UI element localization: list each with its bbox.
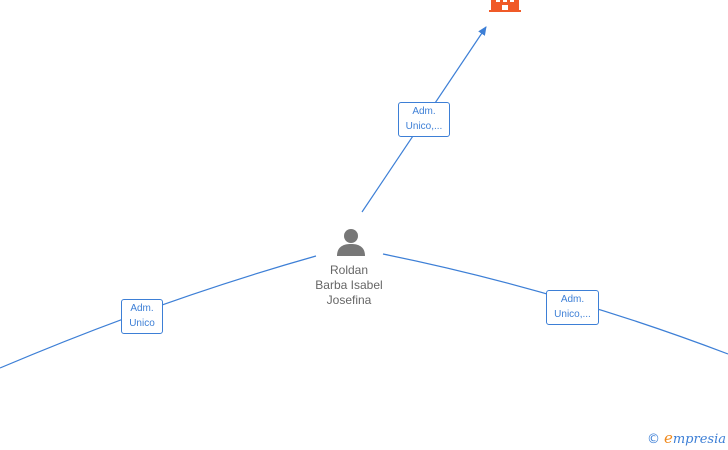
edge-label-left[interactable]: Adm. Unico (121, 299, 163, 334)
brand-initial: e (663, 429, 673, 447)
copyright-icon: © (646, 432, 660, 447)
edge-label-line1: Adm. (560, 294, 585, 305)
person-name-line3: Josefina (326, 293, 372, 307)
edge-label-line1: Adm. (130, 303, 154, 314)
edge-label-company[interactable]: Adm. Unico,... (398, 102, 450, 137)
edge-label-line1: Adm. (412, 106, 436, 117)
edge-label-line2: Unico (129, 318, 155, 329)
person-name-line2: Barba Isabel (315, 278, 383, 292)
brand-rest: mpresia (672, 432, 726, 447)
edge-label-line2: Unico,... (405, 121, 443, 132)
edge-label-right[interactable]: Adm. Unico,... (546, 290, 599, 325)
person-icon[interactable] (336, 227, 366, 257)
building-icon[interactable] (489, 0, 521, 12)
watermark: ©empresia (647, 429, 726, 447)
person-name[interactable]: Roldan Barba Isabel Josefina (299, 263, 399, 308)
edge-label-line2: Unico,... (554, 309, 591, 320)
person-name-line1: Roldan (329, 263, 369, 277)
